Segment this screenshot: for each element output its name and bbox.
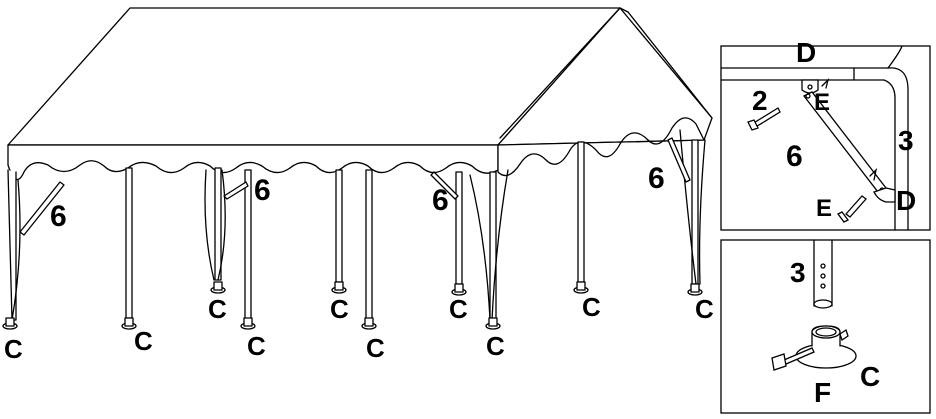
tent-legs (7, 139, 699, 321)
brace-label-6: 6 (50, 200, 67, 233)
leg (577, 141, 585, 283)
brace-label-6: 6 (432, 184, 449, 217)
brace-labels: 6 6 6 6 (50, 162, 665, 233)
detail-label-3: 3 (790, 257, 806, 288)
detail-bottom-panel: 3 C F (720, 239, 931, 414)
leg (455, 171, 463, 285)
detail-label-f: F (814, 377, 831, 408)
leg-label-c: C (330, 294, 349, 324)
brace (430, 171, 459, 200)
detail-label-d-bottom: D (896, 185, 916, 216)
pin-bottom (869, 168, 878, 181)
leg (125, 167, 133, 319)
leg (365, 169, 373, 321)
leg-label-c: C (582, 292, 601, 322)
leg (244, 169, 252, 321)
bolt-bottom (845, 195, 867, 218)
leg (335, 169, 343, 283)
brace (19, 181, 65, 236)
pin-top (821, 77, 830, 89)
leg-label-c: C (366, 333, 385, 363)
leg-label-c: C (449, 294, 468, 324)
detail-label-e-top: E (814, 89, 830, 116)
detail-leg-tube (813, 239, 833, 307)
leg-label-c: C (208, 294, 227, 324)
brace-label-6: 6 (648, 162, 665, 195)
leg-label-c: C (247, 331, 266, 361)
leg-label-c: C (134, 326, 153, 356)
brace (223, 181, 249, 200)
leg-label-c: C (486, 331, 505, 361)
leg-labels: C C C C C C C C C C (4, 292, 714, 364)
foot-plates (2, 281, 703, 330)
side-drape (11, 129, 706, 321)
front-valance (7, 144, 499, 181)
detail-label-c: C (860, 361, 880, 392)
corner-braces (19, 137, 691, 236)
detail-label-3: 3 (898, 125, 914, 156)
bracket-bottom (873, 187, 896, 203)
roof-ridge (619, 7, 629, 13)
detail-label-6: 6 (786, 140, 803, 173)
detail-top-panel: D 2 E 6 3 E D (720, 37, 931, 231)
leg-label-c: C (695, 294, 714, 324)
brace-label-6: 6 (254, 174, 271, 207)
leg-label-c: C (4, 334, 23, 364)
detail-label-d-top: D (796, 37, 816, 68)
side-valance (497, 117, 705, 177)
detail-label-e-bottom: E (816, 195, 832, 222)
detail-label-2: 2 (752, 85, 768, 116)
brace (667, 137, 691, 183)
leg (214, 167, 222, 281)
